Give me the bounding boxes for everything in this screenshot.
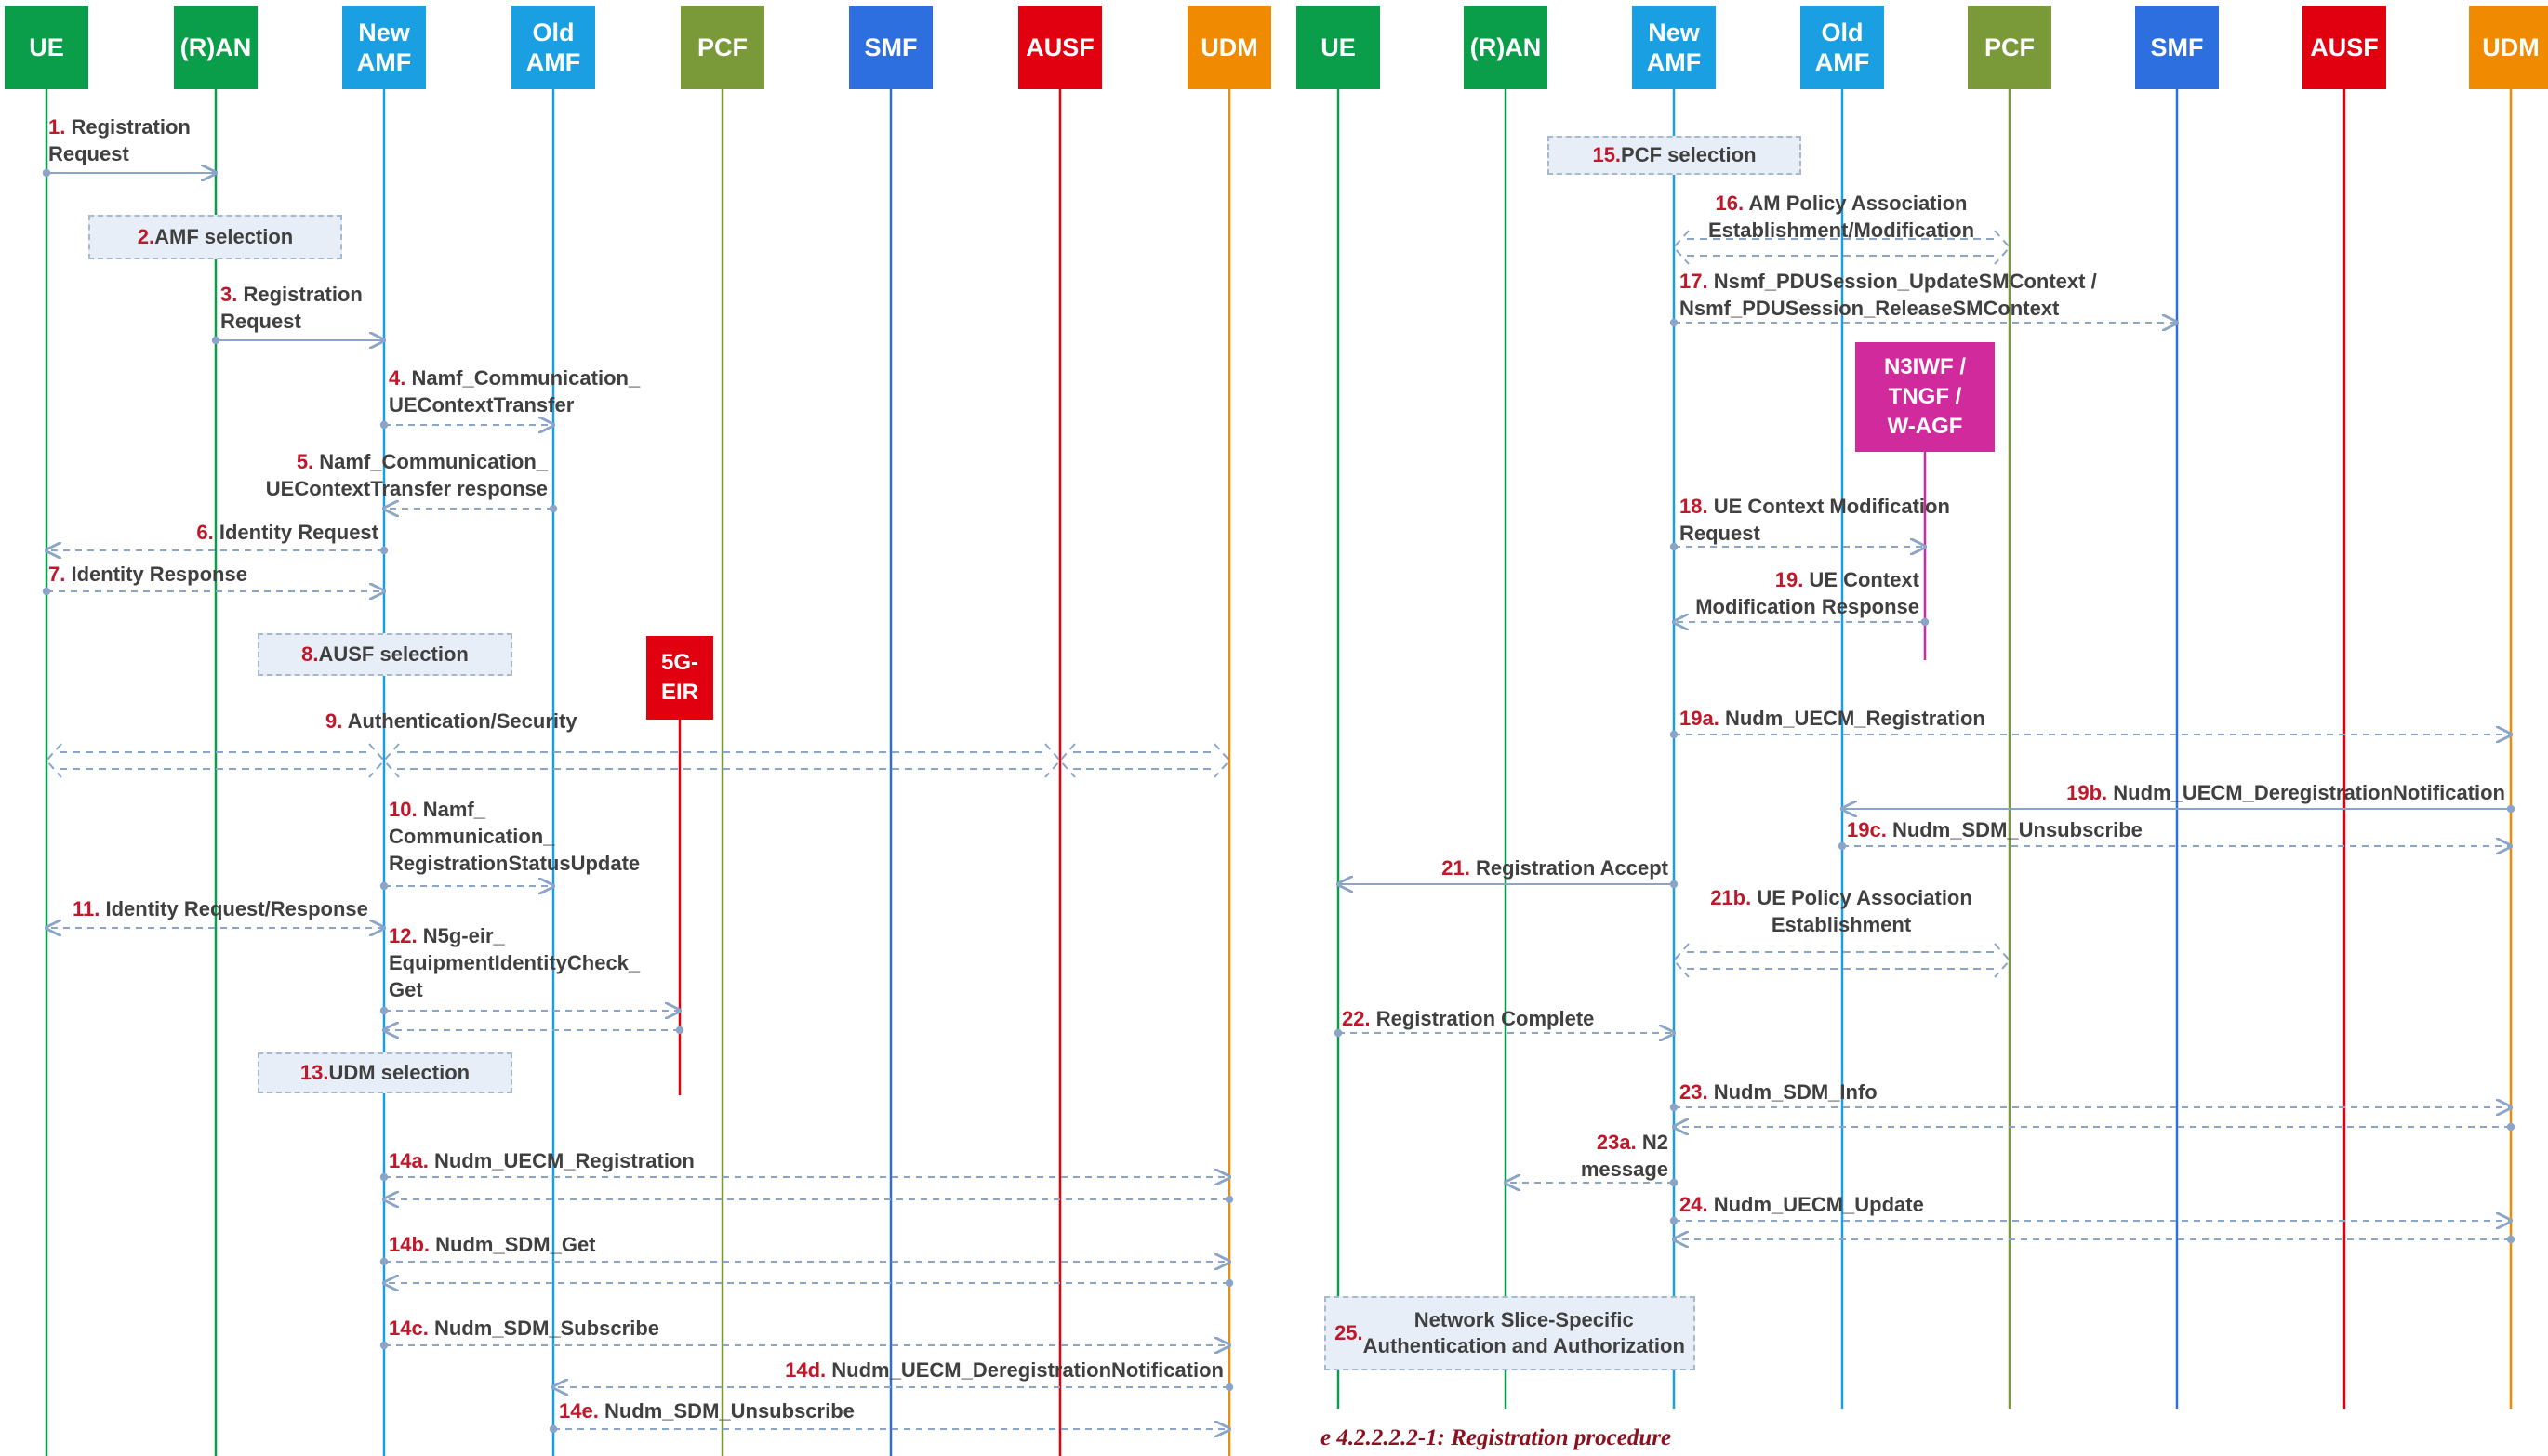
header-left-ran: (R)AN (174, 6, 258, 89)
step-21-label: 21. Registration Accept (1441, 856, 1668, 880)
step-17-label: 17. Nsmf_PDUSession_UpdateSMContext /Nsm… (1679, 270, 2097, 320)
header-left-pcf: PCF (681, 6, 764, 89)
header-right-ue: UE (1296, 6, 1380, 89)
step-4-label: 4. Namf_Communication_UEContextTransfer (389, 366, 641, 417)
step-23-label: 23. Nudm_SDM_Info (1679, 1080, 1878, 1104)
step-11-label: 11. Identity Request/Response (73, 897, 368, 920)
step-19a-label: 19a. Nudm_UECM_Registration (1679, 707, 1985, 730)
header-left-ausf: AUSF (1018, 6, 1102, 89)
header-n3iwf-tngf-wagf: N3IWF / TNGF / W-AGF (1855, 342, 1995, 452)
step-6-label: 6. Identity Request (196, 521, 378, 544)
step-5-label: 5. Namf_Communication_UEContextTransfer … (265, 450, 548, 500)
header-left-smf: SMF (849, 6, 933, 89)
step-8-box: 8. AUSF selection (258, 633, 512, 676)
step-9-arrow-c (1058, 743, 1231, 778)
step-24-label: 24. Nudm_UECM_Update (1679, 1193, 1924, 1216)
header-left-udm: UDM (1188, 6, 1271, 89)
header-right-ausf: AUSF (2302, 6, 2386, 89)
header-right-pcf: PCF (1968, 6, 2051, 89)
header-right-smf: SMF (2135, 6, 2219, 89)
step-14a-label: 14a. Nudm_UECM_Registration (389, 1149, 695, 1172)
header-left-new-amf: New AMF (342, 6, 426, 89)
step-19c-label: 19c. Nudm_SDM_Unsubscribe (1847, 818, 2143, 841)
step-13-box: 13. UDM selection (258, 1052, 512, 1093)
header-right-ran: (R)AN (1464, 6, 1547, 89)
figure-caption: e 4.2.2.2.2-1: Registration procedure (1320, 1425, 1672, 1450)
step-22-label: 22. Registration Complete (1342, 1007, 1595, 1030)
header-right-old-amf: Old AMF (1800, 6, 1884, 89)
step-10-label: 10. Namf_Communication_RegistrationStatu… (389, 798, 641, 875)
step-15-box: 15. PCF selection (1547, 136, 1801, 175)
step-7-label: 7. Identity Response (48, 563, 247, 586)
header-right-udm: UDM (2469, 6, 2548, 89)
header-left-old-amf: Old AMF (511, 6, 595, 89)
step-14b-label: 14b. Nudm_SDM_Get (389, 1233, 596, 1256)
header-left-ue: UE (5, 6, 88, 89)
header-5g-eir: 5G- EIR (646, 636, 713, 720)
step-14d-label: 14d. Nudm_UECM_DeregistrationNotificatio… (785, 1358, 1224, 1382)
step-12-label: 12. N5g-eir_EquipmentIdentityCheck_Get (389, 924, 641, 1001)
header-right-new-amf: New AMF (1632, 6, 1716, 89)
step-19b-label: 19b. Nudm_UECM_DeregistrationNotificatio… (2066, 781, 2505, 804)
step-14e-label: 14e. Nudm_SDM_Unsubscribe (559, 1399, 855, 1423)
step-2-box: 2. AMF selection (88, 215, 342, 259)
step-9-label: 9. Authentication/Security (325, 709, 577, 733)
step-14c-label: 14c. Nudm_SDM_Subscribe (389, 1317, 659, 1340)
